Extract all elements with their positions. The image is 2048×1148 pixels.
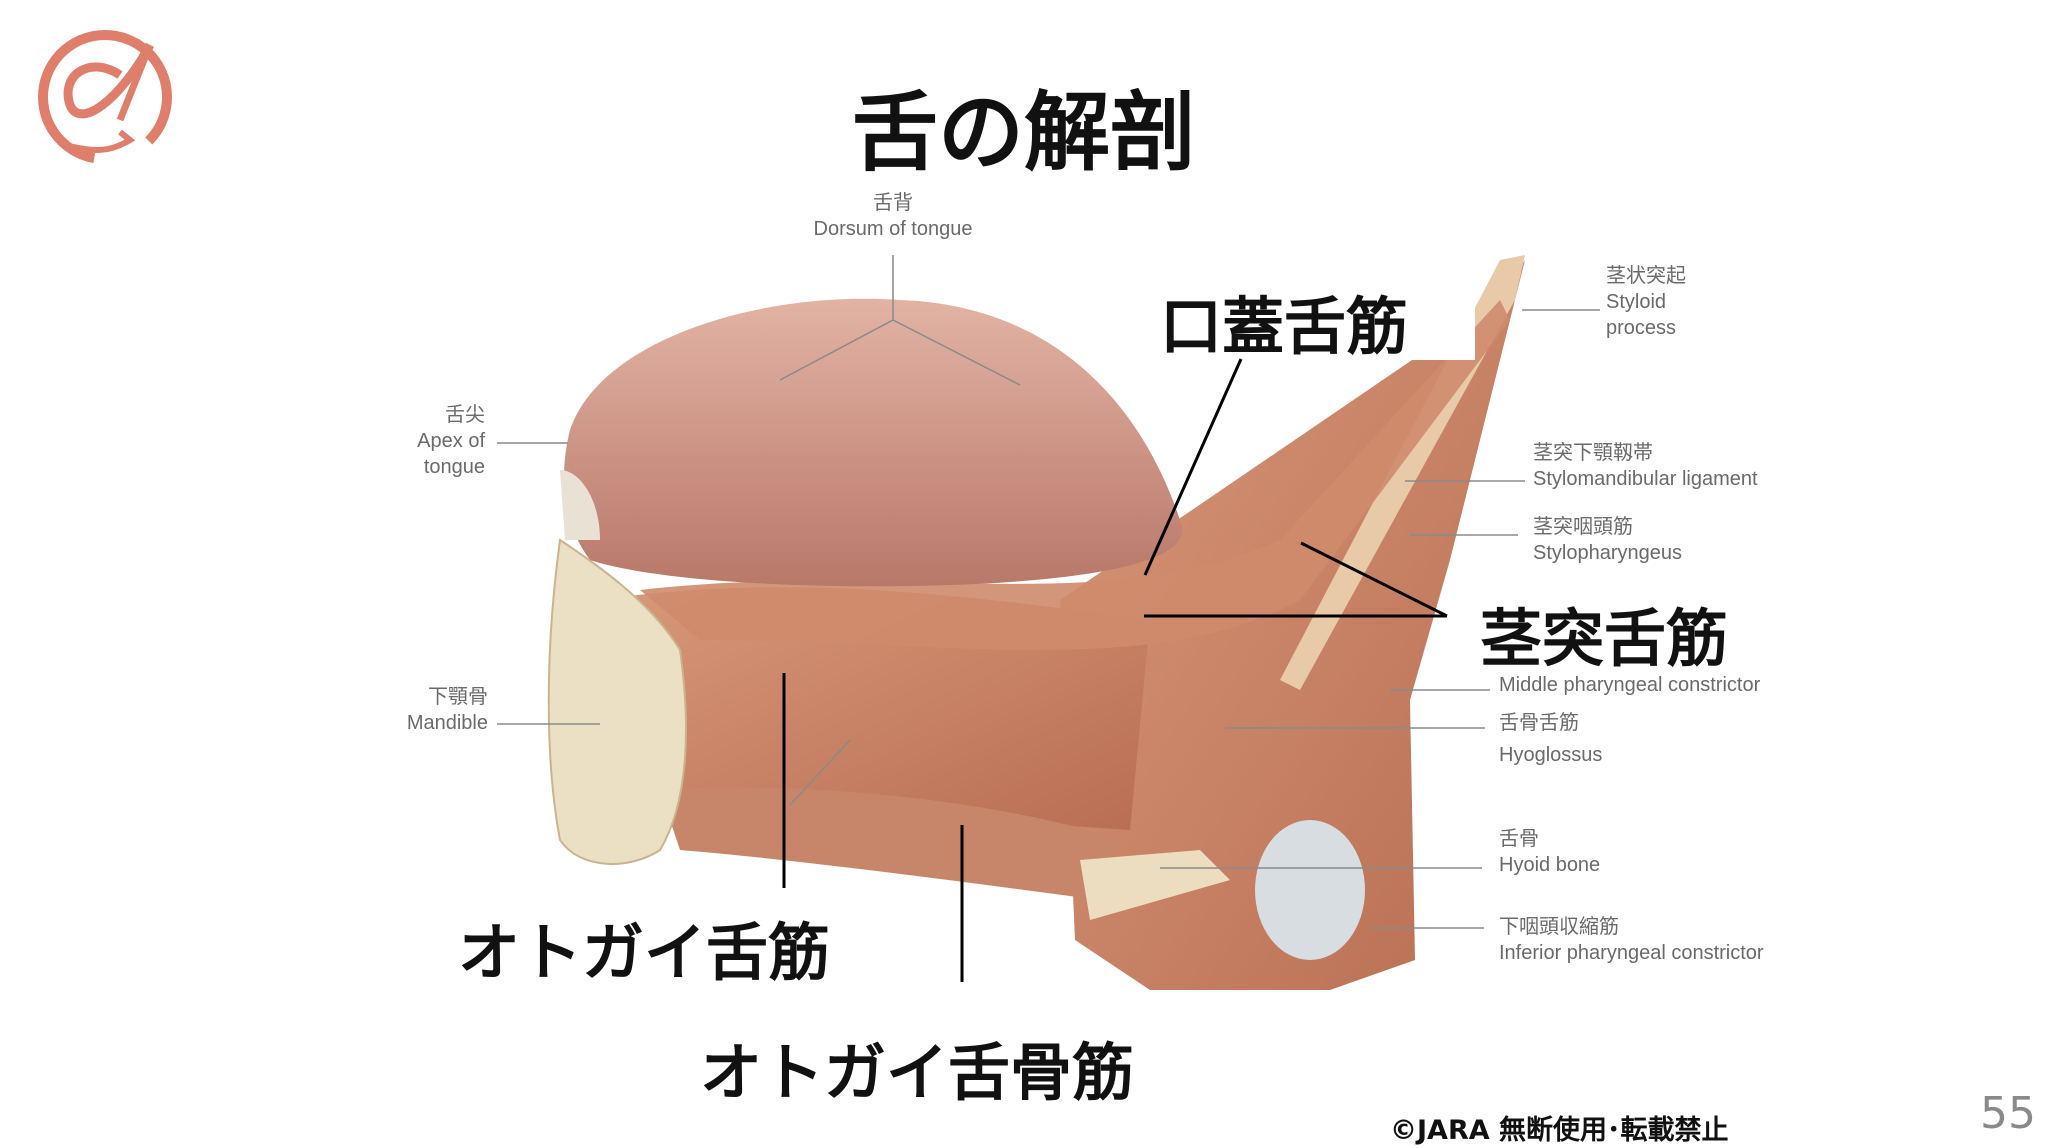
label-stylomandibular: 茎突下顎靱帯 Stylomandibular ligament [1533,440,1758,492]
geniohyoid-shape [660,787,1120,900]
label-dorsum-en: Dorsum of tongue [813,218,973,240]
label-stylomandibular-ja: 茎突下顎靱帯 [1533,442,1653,464]
styloglossus-pointer [1144,541,1448,618]
label-stylopharyngeus: 茎突咽頭筋 Stylopharyngeus [1533,514,1682,566]
label-stylomandibular-en: Stylomandibular ligament [1533,468,1758,490]
label-mandible-ja: 下顎骨 [428,686,488,708]
label-stylopharyngeus-ja: 茎突咽頭筋 [1533,516,1633,538]
label-geniohyoid: オトガイ舌骨筋 [700,1036,1135,1109]
label-apex-en1: Apex of [417,430,485,452]
label-mandible-en: Mandible [406,712,488,734]
label-apex-ja: 舌尖 [445,404,485,426]
palatoglossus-pointer [1143,358,1243,576]
label-styloid-en2: process [1606,317,1677,339]
label-hyoglossus-ja: 舌骨舌筋 [1499,712,1579,734]
label-genioglossus: オトガイ舌筋 [458,916,831,989]
label-apex: 舌尖 Apex of tongue [380,402,485,480]
label-middle-constrictor: Middle pharyngeal constrictor [1499,672,1760,698]
copyright-footer: ©JARA 無断使用･転載禁止 [1390,1115,1729,1146]
label-palatoglossus: 口蓋舌筋 [1160,290,1409,363]
label-styloid-en1: Styloid [1606,291,1667,313]
label-hyoid: 舌骨 Hyoid bone [1499,826,1600,878]
label-apex-en2: tongue [423,456,485,478]
label-dorsum: 舌背 Dorsum of tongue [793,190,993,242]
association-logo [38,30,172,164]
label-middle-constrictor-en: Middle pharyngeal constrictor [1499,674,1761,696]
label-inferior-constrictor: 下咽頭収縮筋 Inferior pharyngeal constrictor [1499,914,1764,966]
label-dorsum-ja: 舌背 [873,192,913,214]
page-number: 55 [1980,1088,2036,1139]
label-hyoglossus: 舌骨舌筋 Hyoglossus [1499,710,1602,768]
label-styloid: 茎状突起 Styloid process [1606,263,1686,341]
label-styloid-ja: 茎状突起 [1606,265,1686,287]
page-title: 舌の解剖 [852,83,1196,183]
mandible-shape [547,538,687,865]
label-inferior-constrictor-ja: 下咽頭収縮筋 [1499,916,1619,938]
label-hyoid-en: Hyoid bone [1499,854,1601,876]
label-stylopharyngeus-en: Stylopharyngeus [1533,542,1682,564]
label-inferior-constrictor-en: Inferior pharyngeal constrictor [1499,942,1764,964]
label-hyoglossus-en: Hyoglossus [1499,744,1603,766]
label-styloglossus: 茎突舌筋 [1480,602,1729,675]
styloglossus-shape [640,300,1510,650]
label-hyoid-ja: 舌骨 [1499,828,1539,850]
tongue-dorsum-shape [564,298,1183,587]
label-mandible: 下顎骨 Mandible [370,684,488,736]
